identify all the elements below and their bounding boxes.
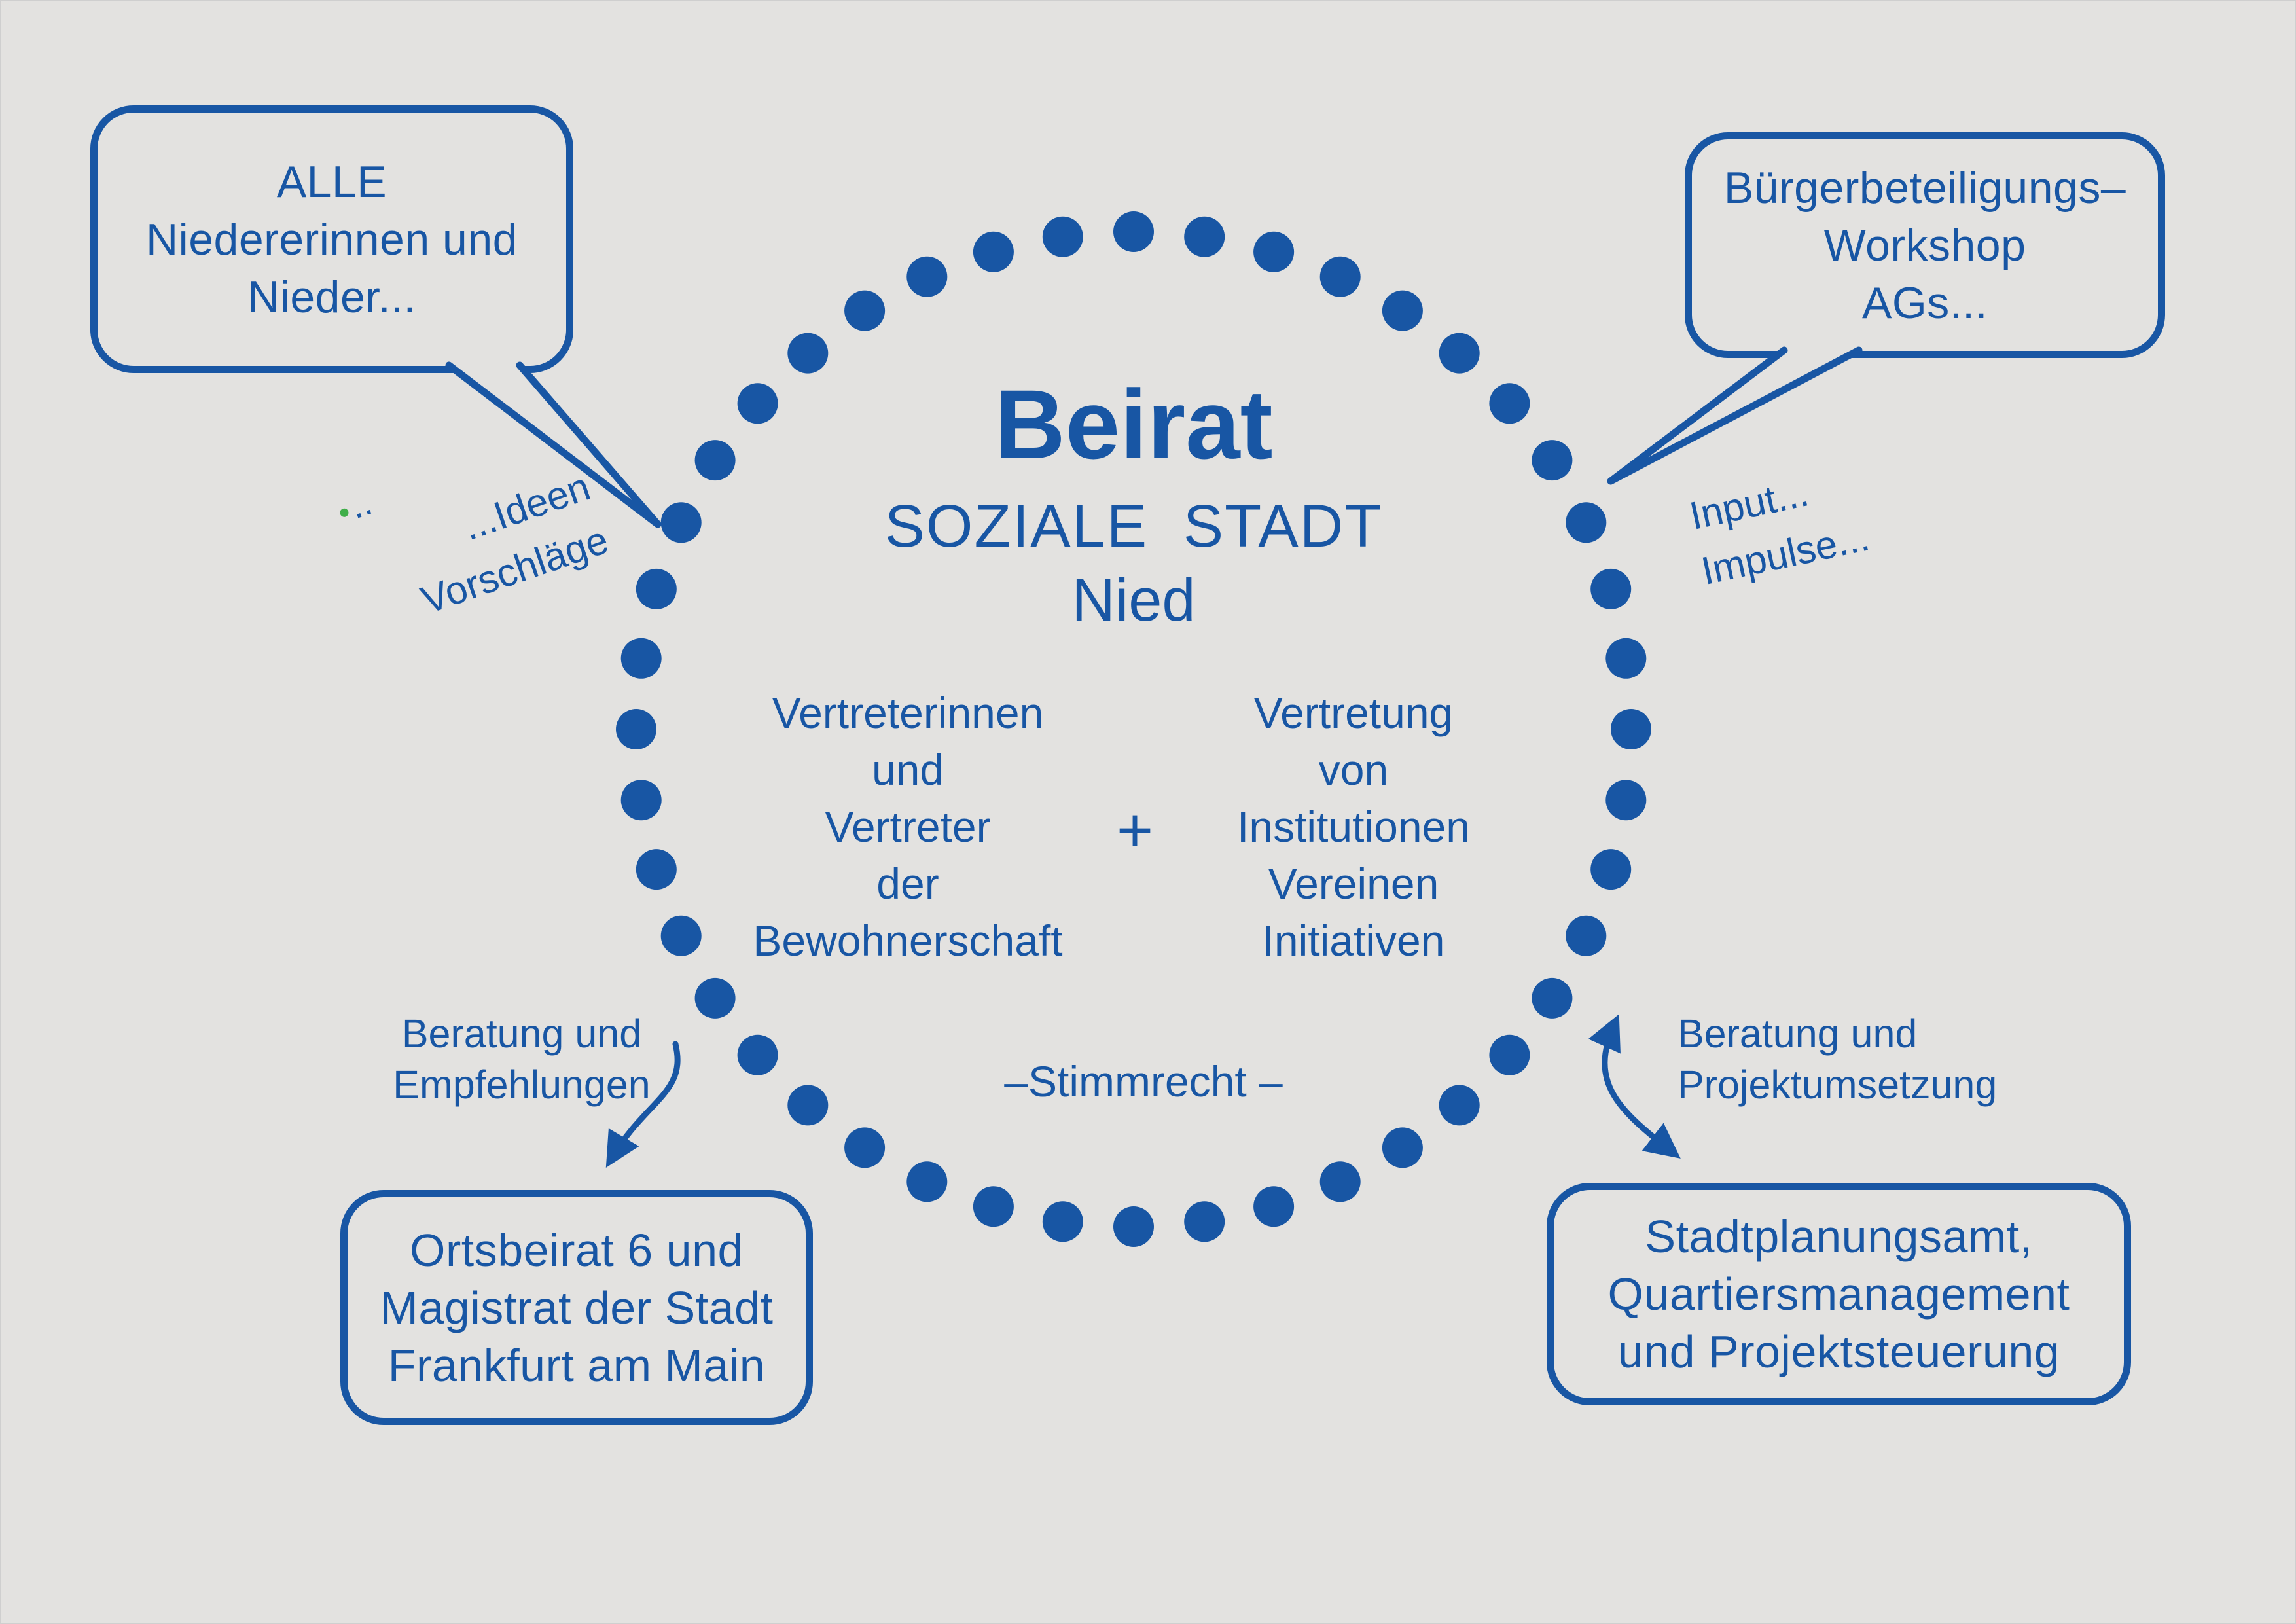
bubble-ortsbeirat-line-1: Ortsbeirat 6 und bbox=[410, 1224, 744, 1276]
participant-dot bbox=[973, 1186, 1014, 1227]
participant-dot bbox=[1532, 440, 1573, 481]
voting-note: –Stimmrecht – bbox=[1004, 1057, 1283, 1106]
bubble-workshop-line-3: AGs... bbox=[1862, 278, 1988, 328]
participant-dot bbox=[1253, 231, 1295, 272]
bubble-residents-line-3: Nieder... bbox=[247, 272, 416, 322]
advice-left-line-2: Empfehlungen bbox=[393, 1062, 651, 1107]
bubble-ortsbeirat: Ortsbeirat 6 und Magistrat der Stadt Fra… bbox=[340, 1190, 813, 1425]
institutions-column-line-3: Institutionen bbox=[1237, 803, 1470, 851]
participant-dot bbox=[1611, 709, 1651, 749]
advice-right-line-1: Beratung und bbox=[1677, 1011, 1918, 1056]
bubble-stadtplanungsamt-line-1: Stadtplanungsamt, bbox=[1645, 1211, 2033, 1262]
bubble-workshop-line-1: Bürgerbeteiligungs– bbox=[1723, 162, 2126, 213]
institutions-column-line-5: Initiativen bbox=[1262, 916, 1445, 965]
bubble-ortsbeirat-line-3: Frankfurt am Main bbox=[387, 1339, 766, 1391]
green-dot-mark bbox=[338, 507, 350, 518]
participant-dot bbox=[1113, 1206, 1154, 1247]
participant-dot bbox=[737, 383, 778, 424]
participant-dot bbox=[1382, 290, 1423, 331]
bubble-stadtplanungsamt: Stadtplanungsamt, Quartiersmanagement un… bbox=[1547, 1183, 2131, 1405]
participant-dot bbox=[906, 1161, 948, 1202]
input-label: Input... Impulse... bbox=[1685, 429, 1990, 600]
participant-dot bbox=[1113, 211, 1154, 252]
participant-dot bbox=[660, 915, 702, 956]
bubble-residents-line-1: ALLE bbox=[276, 156, 387, 207]
participant-dot bbox=[1319, 1161, 1361, 1202]
participant-dot bbox=[1590, 849, 1632, 890]
residents-column-line-4: der bbox=[876, 859, 939, 908]
participant-dot bbox=[660, 502, 702, 543]
center-title: Beirat bbox=[994, 369, 1273, 479]
residents-column: Vertreterinnen und Vertreter der Bewohne… bbox=[705, 685, 1111, 969]
participant-dot bbox=[1605, 780, 1647, 821]
institutions-column-line-4: Vereinen bbox=[1268, 859, 1439, 908]
institutions-column-line-1: Vertretung bbox=[1253, 689, 1454, 737]
institutions-column: Vertretung von Institutionen Vereinen In… bbox=[1151, 685, 1556, 969]
advice-left-line-1: Beratung und bbox=[401, 1011, 642, 1056]
participant-dot bbox=[1566, 502, 1607, 543]
participant-dot bbox=[844, 290, 886, 331]
residents-column-line-3: Vertreter bbox=[825, 803, 991, 851]
bubble-residents: ALLE Niedererinnen und Nieder... bbox=[90, 105, 573, 373]
participant-dot bbox=[1042, 1201, 1083, 1242]
institutions-column-line-2: von bbox=[1318, 746, 1389, 794]
participant-dot bbox=[1184, 1201, 1225, 1242]
participant-dot bbox=[906, 256, 948, 297]
ideas-label: ...Ideen Vorschläge bbox=[375, 459, 616, 636]
advice-right-label: Beratung und Projektumsetzung bbox=[1677, 1008, 2044, 1110]
participant-dot bbox=[1489, 383, 1530, 424]
bubble-stadtplanungsamt-line-3: und Projektsteuerung bbox=[1617, 1326, 2060, 1377]
bubble-stadtplanungsamt-line-2: Quartiersmanagement bbox=[1607, 1269, 2070, 1320]
participant-dot bbox=[694, 977, 736, 1019]
participant-dot bbox=[636, 568, 677, 609]
participant-dot bbox=[1042, 216, 1083, 257]
participant-dot bbox=[973, 231, 1014, 272]
participant-dot bbox=[620, 638, 662, 679]
center-place: Nied bbox=[1071, 567, 1196, 634]
participant-dot bbox=[694, 440, 736, 481]
advice-right-line-2: Projektumsetzung bbox=[1677, 1062, 1998, 1107]
participant-dot bbox=[1590, 568, 1632, 609]
plus-sign: + bbox=[1116, 795, 1154, 865]
ideas-dots-text: .. bbox=[344, 480, 377, 527]
advice-left-label: Beratung und Empfehlungen bbox=[381, 1008, 662, 1110]
participant-dot bbox=[1253, 1186, 1295, 1227]
bubble-residents-line-2: Niedererinnen und bbox=[145, 214, 518, 264]
residents-column-line-2: und bbox=[871, 746, 944, 794]
participant-dot bbox=[1319, 256, 1361, 297]
participant-dot bbox=[1532, 977, 1573, 1019]
participant-dot bbox=[1566, 915, 1607, 956]
participant-dot bbox=[737, 1034, 778, 1075]
residents-column-line-5: Bewohnerschaft bbox=[753, 916, 1063, 965]
participant-dot bbox=[616, 709, 656, 749]
participant-dot bbox=[1184, 216, 1225, 257]
participant-dot bbox=[1489, 1034, 1530, 1075]
bubble-ortsbeirat-line-2: Magistrat der Stadt bbox=[380, 1282, 774, 1333]
ideas-dots-mark: .. bbox=[330, 474, 379, 538]
residents-column-line-1: Vertreterinnen bbox=[772, 689, 1044, 737]
bubble-workshop: Bürgerbeteiligungs– Workshop AGs... bbox=[1685, 132, 2165, 358]
participant-dot bbox=[620, 780, 662, 821]
participant-dot bbox=[844, 1127, 886, 1168]
participant-dot bbox=[636, 849, 677, 890]
bubble-workshop-line-2: Workshop bbox=[1823, 220, 2026, 270]
center-subtitle: SOZIALE STADT bbox=[884, 493, 1383, 560]
participant-dot bbox=[1605, 638, 1647, 679]
exchange-arrow-right bbox=[1588, 1014, 1681, 1159]
participant-dot bbox=[1382, 1127, 1423, 1168]
